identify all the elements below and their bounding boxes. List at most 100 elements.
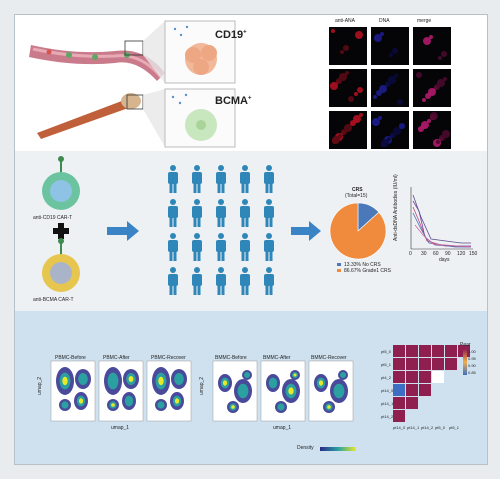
heatmap-cell [445,358,457,370]
person-icon [168,233,178,261]
micro-nucleus [422,98,426,102]
pear-scale-tick: 0.90 [468,363,476,368]
pie-legend-no-crs: 13.33% No CRS [344,262,381,268]
heatmap-cell [393,358,405,370]
density-colorbar [320,447,356,451]
person-icon [264,233,274,261]
pie-title: CRS [352,187,363,193]
pear-colorbar [463,349,467,375]
heatmap-cell [393,384,405,396]
person-icon [240,233,250,261]
umap-plot [212,360,258,422]
line-chart-xtick: 90 [445,251,451,257]
micro-header-merge: merge [417,18,432,24]
micro-nucleus [345,71,349,75]
micro-nucleus [378,116,382,120]
heatmap-cell [419,384,431,396]
person-icon [240,199,250,227]
antibody-dots [171,25,189,105]
heatmap-cell [406,358,418,370]
legend-swatch-grade1 [337,269,341,272]
heatmap-row-label: pt14_0 [381,388,394,393]
car-t-1-label: anti-CD19 CAR-T [33,215,73,221]
umap-ylabel-bmmc: umap_2 [199,376,205,395]
heatmap-col-label: pt14_1 [407,425,420,430]
umap-title-pbmc: PBMC-Before [55,355,86,361]
car-t-nucleus [50,262,72,284]
person-icon [264,165,274,193]
micro-nucleus [436,140,440,144]
person-icon [264,199,274,227]
middle-illustration [42,156,473,295]
person-icon [192,165,202,193]
person-icon [216,267,226,295]
heatmap-col-label: pt14_0 [393,425,406,430]
micro-nucleus [330,82,338,90]
micro-nucleus [443,77,447,81]
heatmap-cell [432,358,444,370]
micro-header-ana: anti-ANA [335,18,356,24]
micro-nucleus [350,120,356,126]
line-chart-xtick: 0 [409,251,412,257]
figure-frame: CD19+ BCMA+ anti-ANA DNA merge [14,14,488,465]
micro-nucleus [397,99,403,105]
umap-plot [50,360,96,422]
umap-xlabel-pbmc: umap_1 [111,425,130,431]
heatmap-row-label: pt5_0 [381,349,392,354]
line-chart-xtick: 60 [433,251,439,257]
zoom-cone [143,89,165,147]
b-cell [201,45,217,61]
person-icon [168,165,178,193]
heatmap-row-label: pt14_1 [381,401,394,406]
person-icon [192,233,202,261]
umap-xlabel-bmmc: umap_1 [273,425,292,431]
middle-panel: anti-CD19 CAR-T anti-BCMA CAR-T CRS (Tot… [15,151,487,311]
micro-nucleus [416,72,422,78]
correlation-heatmap [393,345,470,422]
umap-plots [50,360,354,422]
micro-nucleus [392,48,398,54]
bone [37,99,131,139]
micro-tile [413,27,451,65]
car-receptor-head [58,238,64,244]
umap-plot [308,360,354,422]
heatmap-cell [393,345,405,357]
heatmap-cell [393,371,405,383]
heatmap-cell [419,345,431,357]
micro-nucleus [338,134,342,138]
person-icon [240,165,250,193]
micro-nucleus [354,92,358,96]
micro-nucleus [376,90,382,96]
cd19-label: CD19+ [215,29,247,41]
heatmap-col-label: pt14_2 [421,425,434,430]
micro-nucleus [336,78,342,84]
b-cell [185,47,201,63]
car-receptor-head [58,156,64,162]
person-icon [192,199,202,227]
micro-nucleus [390,132,396,138]
micro-nucleus [340,50,344,54]
person-icon [240,267,250,295]
micro-nucleus [374,34,382,42]
micro-nucleus [389,53,393,57]
micro-nucleus [343,45,349,51]
legend-swatch-no-crs [337,263,341,266]
line-chart-xtick: 150 [469,251,478,257]
umap-title-pbmc: PBMC-Recover [151,355,186,361]
bone-head [121,93,141,109]
micro-nucleus [373,95,377,99]
cell-icon [46,49,52,55]
heatmap-cell [445,345,457,357]
arrow-right-icon [291,221,321,241]
person-icon [168,199,178,227]
micro-nucleus [332,136,340,144]
heatmap-cell [406,384,418,396]
crs-pie-chart [329,202,387,260]
line-chart-xtick: 120 [457,251,466,257]
cell-icon [66,52,72,58]
zoom-cone [143,21,165,83]
heatmap-cell [393,410,405,422]
micro-nucleus [441,51,447,57]
micro-nucleus [430,112,438,120]
